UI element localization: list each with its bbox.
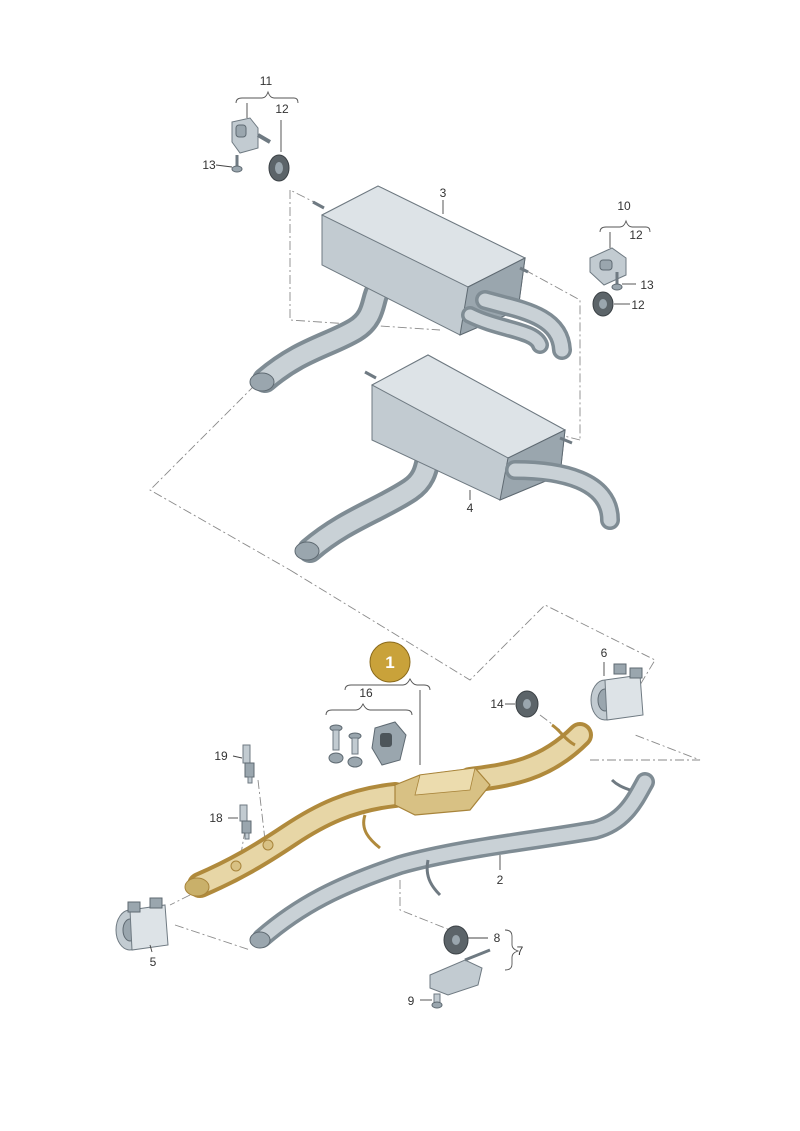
callout-12-top: 12 [275, 102, 289, 116]
bolt-kit-16 [328, 721, 407, 768]
callout-labels: 11 12 13 3 10 12 13 12 4 6 16 14 19 18 2… [150, 74, 654, 1008]
callout-5: 5 [150, 955, 157, 969]
front-pipe-catalytic-converter [184, 722, 593, 898]
callout-18: 18 [209, 811, 223, 825]
pipe-clamp-front [115, 897, 169, 951]
main-part-badge: 1 [369, 641, 411, 683]
main-part-number: 1 [385, 653, 394, 672]
leader-lines [149, 90, 651, 1001]
assembly-guide-lines [149, 189, 701, 951]
callout-19: 19 [214, 749, 228, 763]
callout-7: 7 [517, 944, 524, 958]
callout-8: 8 [494, 931, 501, 945]
bracket-assembly-left [231, 117, 290, 182]
pipe-clamp-rear [590, 663, 644, 721]
callout-6: 6 [601, 646, 608, 660]
lambda-sensor-19 [242, 744, 255, 784]
callout-16: 16 [359, 686, 373, 700]
rubber-mount-14 [515, 690, 539, 718]
callout-12-lower: 12 [631, 298, 645, 312]
callout-14: 14 [490, 697, 504, 711]
bracket-assembly-7 [429, 925, 491, 1009]
rear-silencer-upper [249, 185, 572, 393]
callout-4: 4 [467, 501, 474, 515]
intermediate-pipe [249, 772, 655, 949]
rear-silencer-lower [294, 354, 620, 563]
callout-12-right: 12 [629, 228, 643, 242]
callout-13-right: 13 [640, 278, 654, 292]
callout-10: 10 [617, 199, 631, 213]
callout-3: 3 [440, 186, 447, 200]
callout-13-left: 13 [202, 158, 216, 172]
lambda-sensor-18 [239, 804, 252, 840]
callout-2: 2 [497, 873, 504, 887]
bracket-assembly-right [589, 247, 627, 317]
callout-11: 11 [260, 74, 273, 88]
callout-9: 9 [408, 994, 415, 1008]
